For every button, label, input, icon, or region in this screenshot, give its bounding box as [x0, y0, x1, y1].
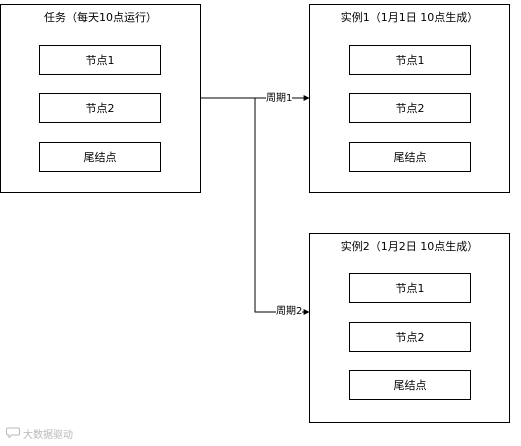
instance2-node-1: 节点1 — [349, 273, 471, 303]
task-title: 任务（每天10点运行） — [44, 11, 157, 24]
task-node-1: 节点1 — [39, 45, 161, 75]
task-container: 任务（每天10点运行） 节点1 节点2 尾结点 — [0, 4, 201, 193]
instance1-title: 实例1（1月1日 10点生成） — [340, 11, 479, 24]
instance1-node-1: 节点1 — [349, 45, 471, 75]
chat-bubble-icon — [6, 427, 20, 441]
period1-label: 周期1 — [266, 93, 293, 105]
instance1-tail-node: 尾结点 — [349, 142, 471, 172]
instance2-node-2: 节点2 — [349, 322, 471, 352]
task-node-2: 节点2 — [39, 93, 161, 123]
instance2-title: 实例2（1月2日 10点生成） — [340, 240, 479, 253]
period2-label: 周期2 — [276, 306, 303, 318]
instance1-container: 实例1（1月1日 10点生成） 节点1 节点2 尾结点 — [309, 4, 510, 193]
task-tail-node: 尾结点 — [39, 142, 161, 172]
instance2-container: 实例2（1月2日 10点生成） 节点1 节点2 尾结点 — [309, 233, 510, 423]
instance1-node-2: 节点2 — [349, 93, 471, 123]
watermark-text: 大数据驱动 — [23, 430, 73, 441]
period2-edge — [254, 98, 310, 315]
watermark: 大数据驱动 — [6, 426, 73, 441]
instance2-tail-node: 尾结点 — [349, 370, 471, 400]
